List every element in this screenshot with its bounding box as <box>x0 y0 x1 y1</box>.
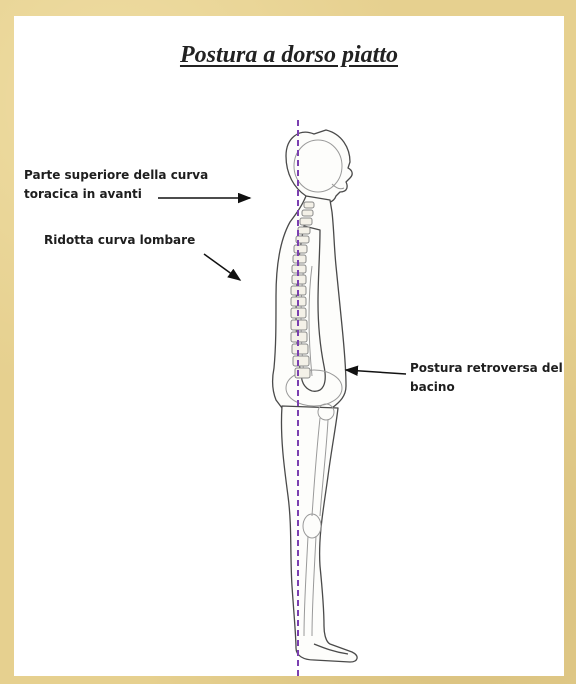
body-silhouette <box>273 130 357 662</box>
arrow-pelvis <box>346 370 406 374</box>
body-side-view-illustration <box>14 16 564 676</box>
illustration-panel: Postura a dorso piatto Parte superiore d… <box>14 16 564 676</box>
arrow-lumbar <box>204 254 240 280</box>
